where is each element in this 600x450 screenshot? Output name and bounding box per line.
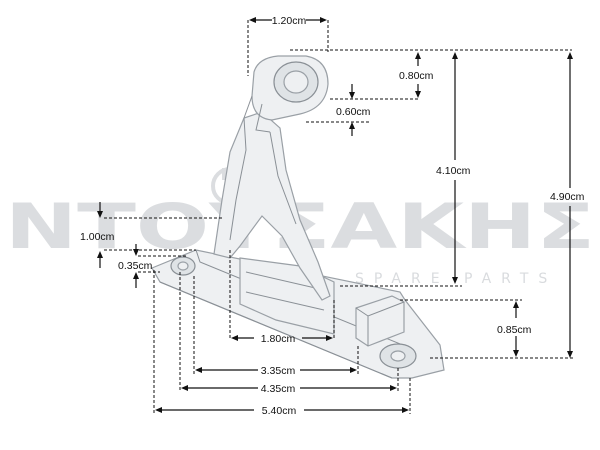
dim-length-b-label: 4.35cm (261, 383, 296, 395)
vertical-arm (213, 111, 331, 301)
dim-right-block-height: 0.85cm (400, 299, 532, 357)
dim-base-step-height: 1.00cm (80, 202, 222, 268)
dim-length-a: 3.35cm (193, 276, 359, 377)
dim-total-height: 4.90cm (430, 52, 585, 359)
dim-total-height-label: 4.90cm (550, 191, 585, 203)
dim-arm-height: 4.10cm (340, 52, 471, 287)
dim-overall-length: 5.40cm (153, 270, 411, 417)
dim-right-block-height-label: 0.85cm (497, 324, 532, 336)
watermark-tagline: SPARE PARTS (355, 271, 557, 287)
dim-overall-length-label: 5.40cm (262, 405, 297, 417)
dim-base-thickness: 0.35cm (118, 244, 186, 288)
dim-slot-width-label: 1.80cm (261, 333, 296, 345)
dim-tip-height-label: 0.80cm (399, 70, 434, 82)
dim-top-width-label: 1.20cm (272, 15, 307, 27)
dimension-annotations: 1.20cm 0.80cm 0.60cm (80, 15, 585, 417)
dim-arm-height-label: 4.10cm (436, 165, 471, 177)
dim-base-thickness-label: 0.35cm (118, 260, 153, 272)
dim-top-width: 1.20cm (247, 15, 329, 76)
dim-tip-thickness: 0.60cm (306, 84, 371, 136)
dim-base-step-height-label: 1.00cm (80, 231, 115, 243)
dim-tip-thickness-label: 0.60cm (336, 106, 371, 118)
dim-slot-width: 1.80cm (229, 250, 335, 345)
dim-length-b: 4.35cm (179, 272, 399, 395)
dim-tip-height: 0.80cm (330, 52, 434, 100)
part-illustration (151, 55, 445, 379)
dim-length-a-label: 3.35cm (261, 365, 296, 377)
